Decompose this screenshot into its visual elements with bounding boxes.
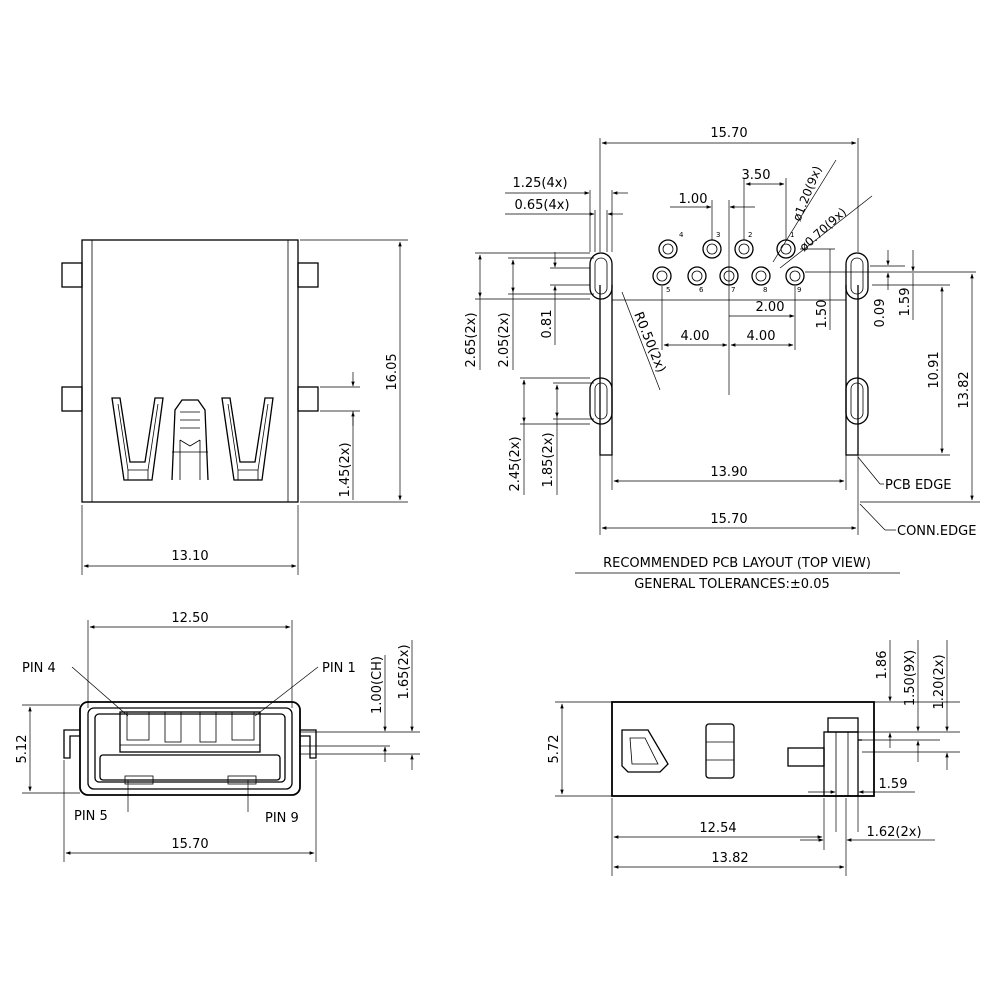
dim-side-1382: 13.82	[711, 851, 748, 866]
mount-tab-left-top	[61, 262, 83, 288]
dim-slot-width: 1.25(4x)	[512, 176, 567, 191]
pin-label-4: 4	[679, 231, 684, 239]
dim-row-offset: 2.00	[756, 300, 785, 315]
dim-side-162: 1.62(2x)	[866, 825, 921, 840]
pcb-layout: 4 3 2 1 5 6 7 8 9 15.70 1.25(4x) 0.65(4x…	[464, 126, 980, 592]
dim-side-1254: 12.54	[699, 821, 736, 836]
pin-label-9: 9	[797, 286, 801, 294]
pcb-left-edge	[599, 285, 613, 456]
dim-offset-150: 1.50	[815, 300, 830, 329]
slot-right-top	[845, 252, 869, 300]
dim-radius: R0.50(2x)	[630, 310, 668, 375]
dim-offset-081: 0.81	[540, 310, 555, 339]
dim-inner-width: 13.90	[710, 465, 747, 480]
dim-pitch-b: 4.00	[747, 329, 776, 344]
dim-offset-159: 1.59	[898, 288, 913, 317]
conn-edge-label: CONN.EDGE	[897, 524, 976, 539]
dim-front-height: 5.12	[15, 735, 30, 764]
dim-slot2-h-inner: 1.85(2x)	[541, 432, 556, 487]
contact-springs	[111, 397, 274, 481]
mount-tab-left-bottom	[61, 386, 83, 412]
dim-opening-width: 12.50	[171, 611, 208, 626]
dim-height-1382: 13.82	[957, 371, 972, 408]
dim-top-length: 16.05	[385, 353, 400, 390]
side-pin	[787, 747, 825, 767]
pcb-right-edge	[845, 285, 859, 456]
dim-drill-large: ø1.20(9x)	[790, 164, 825, 223]
pin-label-1: 1	[790, 231, 794, 239]
slot-right-bottom	[845, 377, 869, 425]
front-opening	[94, 713, 286, 783]
side-contact-block	[705, 723, 735, 779]
dim-side-height: 5.72	[547, 735, 562, 764]
slot-left-bottom	[589, 377, 613, 425]
front-pin1-label: PIN 1	[322, 661, 356, 676]
dim-pitch-a: 4.00	[681, 329, 710, 344]
top-view: 13.10 16.05 1.45(2x)	[61, 239, 408, 575]
dim-pcb-top-width: 15.70	[710, 126, 747, 141]
dim-side-120: 1.20(2x)	[932, 654, 947, 709]
dim-front-width: 15.70	[171, 837, 208, 852]
front-pin9-label: PIN 9	[265, 811, 299, 826]
mount-tab-right-top	[297, 262, 319, 288]
dim-top-width: 13.10	[171, 549, 208, 564]
dim-slot-inner: 0.65(4x)	[514, 198, 569, 213]
pcb-edge-label: PCB EDGE	[885, 478, 951, 493]
front-tongue	[119, 711, 261, 753]
pin-label-6: 6	[699, 286, 704, 294]
front-view: PIN 4 PIN 1 PIN 5 PIN 9 12.50 1.00(CH) 1…	[15, 611, 420, 862]
side-latch	[621, 729, 669, 773]
dim-thickness: 1.65(2x)	[397, 644, 412, 699]
dim-side-150: 1.50(9X)	[903, 650, 918, 706]
slot-left-top	[589, 252, 613, 300]
dim-pin-span: 3.50	[742, 168, 771, 183]
tolerances-note: GENERAL TOLERANCES:±0.05	[634, 577, 830, 592]
pin-label-2: 2	[748, 231, 752, 239]
dim-height-1091: 10.91	[927, 351, 942, 388]
dim-side-159: 1.59	[879, 777, 908, 792]
front-pin5-label: PIN 5	[74, 809, 108, 824]
pin-label-7: 7	[731, 286, 735, 294]
mount-tab-right-bottom	[297, 386, 319, 412]
dim-chamfer: 1.00(CH)	[370, 656, 385, 714]
dim-tab-spacing: 1.45(2x)	[338, 442, 353, 497]
mounting-slots	[589, 252, 869, 425]
side-body-outline	[611, 701, 875, 797]
dim-side-186: 1.86	[875, 651, 890, 680]
dim-offset-009: 0.09	[873, 299, 888, 328]
dim-pcb-bottom-width: 15.70	[710, 512, 747, 527]
pin-label-3: 3	[716, 231, 720, 239]
dim-pin-pitch: 1.00	[679, 192, 708, 207]
front-pin4-label: PIN 4	[22, 661, 56, 676]
pcb-layout-title: RECOMMENDED PCB LAYOUT (TOP VIEW)	[603, 556, 871, 571]
front-shell-outer	[79, 701, 301, 796]
connector-body-outline	[81, 239, 299, 503]
dim-slot-h-inner: 2.05(2x)	[497, 312, 512, 367]
pin-label-5: 5	[666, 286, 670, 294]
dim-slot-h-outer: 2.65(2x)	[464, 312, 479, 367]
dim-slot2-h-outer: 2.45(2x)	[508, 436, 523, 491]
pin-label-8: 8	[763, 286, 767, 294]
side-view: 5.72 1.86 1.50(9X) 1.20(2x) 1.59 12.54 1…	[547, 640, 960, 876]
pin-holes: 4 3 2 1 5 6 7 8 9	[652, 231, 805, 294]
